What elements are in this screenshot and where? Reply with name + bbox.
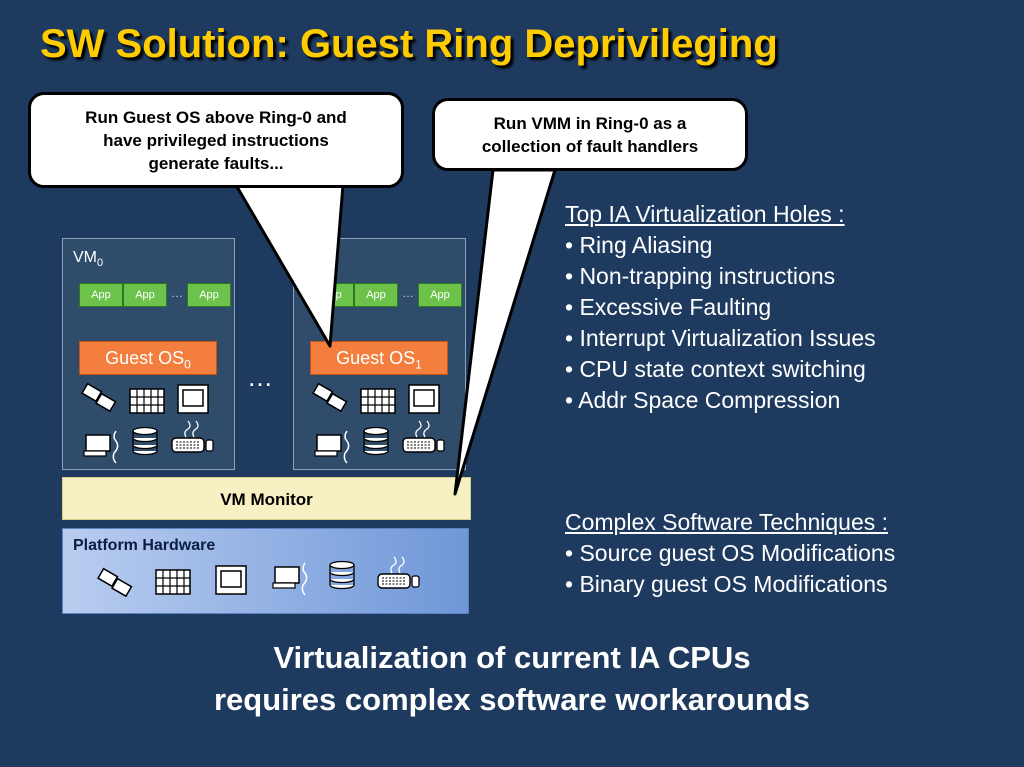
network-cards-icon [312,382,348,412]
holes-heading: Top IA Virtualization Holes : [565,201,845,227]
list-item: • Binary guest OS Modifications [565,571,888,597]
network-cards-icon [97,567,133,597]
guest-os-box: Guest OS0 [79,341,217,375]
laptop-icon [272,562,308,596]
guest-os-box: Guest OS1 [310,341,448,375]
list-item: • Ring Aliasing [565,232,713,258]
keyboard-icon [402,420,445,453]
list-item: • CPU state context switching [565,356,866,382]
disk-stack-icon [132,426,158,456]
memory-grid-icon [129,388,165,414]
monitor-icon [215,565,247,595]
app-box: App [354,283,398,307]
app-box: App [187,283,231,307]
laptop-icon [83,430,119,464]
keyboard-icon [377,556,420,589]
monitor-icon [177,384,209,414]
slide-title: SW Solution: Guest Ring Deprivileging [40,22,778,66]
app-box: App [123,283,167,307]
left-callout-tail [234,183,345,348]
memory-grid-icon [155,569,191,595]
app-ellipsis: … [171,286,183,300]
list-item: • Addr Space Compression [565,387,841,413]
conclusion-line-2: requires complex software workarounds [213,682,811,717]
platform-hardware-label: Platform Hardware [73,537,216,554]
vm-monitor-bar: VM Monitor [62,477,471,520]
techniques-heading: Complex Software Techniques : [565,509,889,535]
right-callout-tail [453,168,557,496]
left-callout: Run Guest OS above Ring-0 and have privi… [28,92,404,188]
vm-box-0: VM0 App App … App Guest OS0 [62,238,235,470]
monitor-icon [408,384,440,414]
list-item: • Non-trapping instructions [565,263,836,289]
keyboard-icon [171,420,214,453]
conclusion-line-1: Virtualization of current IA CPUs [273,640,751,675]
list-item: • Interrupt Virtualization Issues [565,325,876,351]
laptop-icon [314,430,350,464]
platform-hardware-box: Platform Hardware [62,528,469,614]
vm-label: VM0 [73,249,104,270]
virtualization-holes-list: Top IA Virtualization Holes : • Ring Ali… [565,199,876,416]
vm-ellipsis: … [247,362,273,392]
network-cards-icon [81,382,117,412]
disk-stack-icon [363,426,389,456]
app-ellipsis: … [402,286,414,300]
app-box: App [79,283,123,307]
right-callout: Run VMM in Ring-0 as a collection of fau… [432,98,748,171]
list-item: • Excessive Faulting [565,294,772,320]
software-techniques-list: Complex Software Techniques : • Source g… [565,507,895,600]
list-item: • Source guest OS Modifications [565,540,896,566]
disk-stack-icon [329,560,355,590]
memory-grid-icon [360,388,396,414]
app-box: App [418,283,462,307]
